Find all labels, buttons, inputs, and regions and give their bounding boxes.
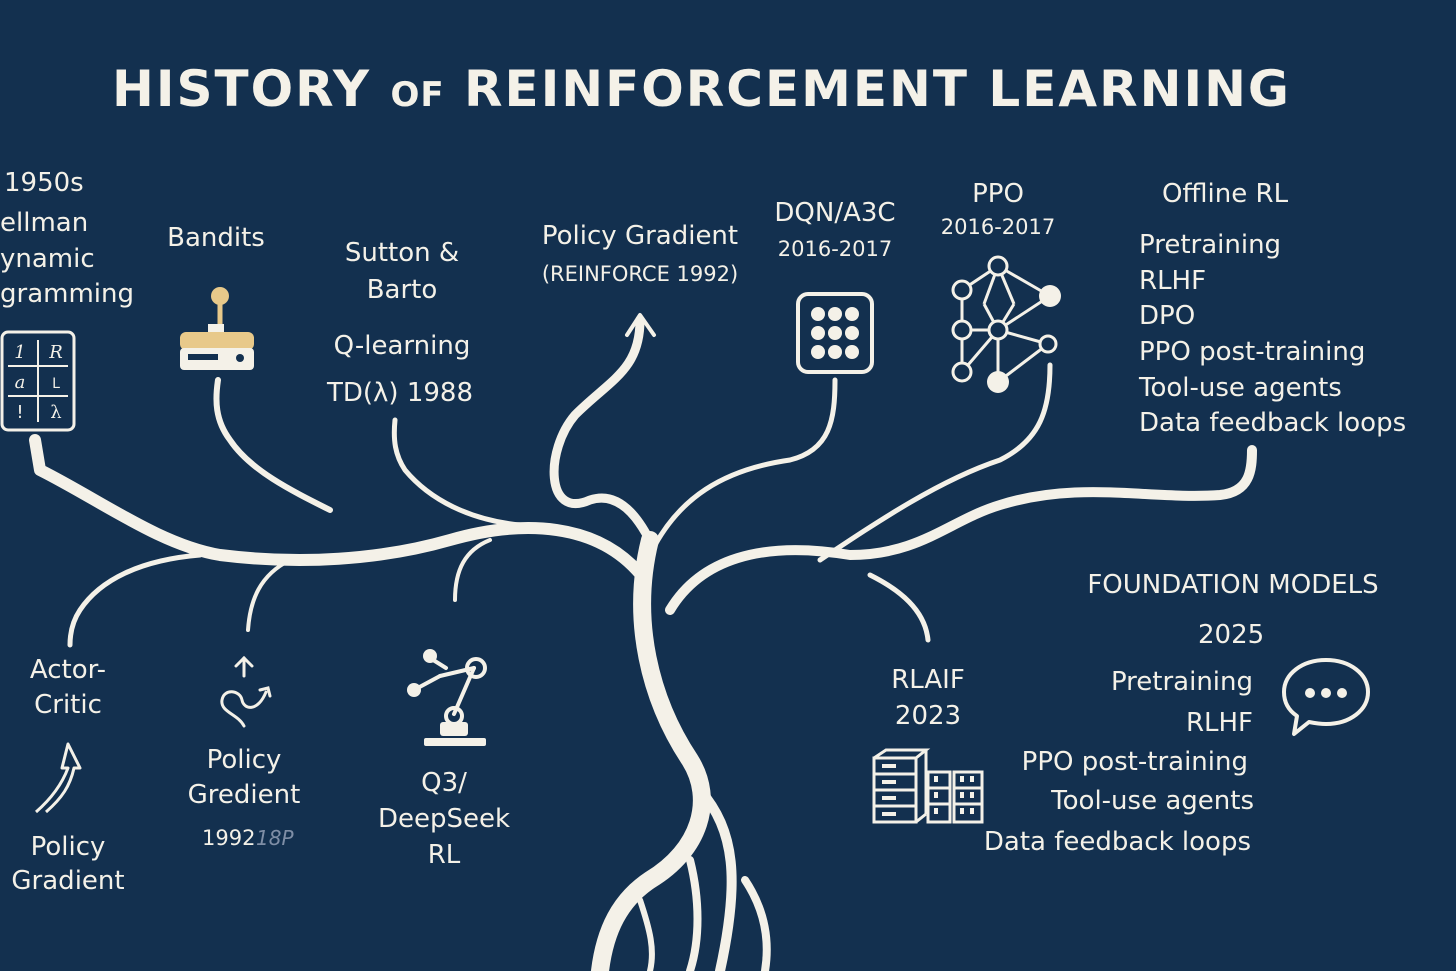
trunk-root-4	[637, 897, 655, 971]
tree-trunk	[591, 531, 711, 971]
foundation-item-4: Tool-use agents	[1051, 786, 1254, 816]
actor-critic-line4: Gradient	[11, 866, 125, 896]
sutton-line2: Barto	[366, 275, 438, 305]
actor-critic-line2: Critic	[34, 690, 102, 720]
dots-grid-icon	[796, 292, 874, 374]
squiggle-arrow-icon	[214, 654, 278, 730]
offline-item-4: PPO post-training	[1139, 337, 1366, 367]
grid-cell-6: λ	[50, 402, 61, 423]
offline-item-2: RLHF	[1139, 266, 1207, 296]
slot-machine-icon	[178, 284, 256, 374]
rlaif-year: 2023	[894, 701, 962, 731]
foundation-item-2: RLHF	[1185, 708, 1253, 738]
sutton-line1: Sutton &	[344, 238, 460, 268]
q-learning-label: Q-learning	[333, 331, 471, 361]
branch-bandits	[213, 377, 333, 513]
offline-item-3: DPO	[1139, 301, 1196, 331]
foundation-year: 2025	[1198, 620, 1265, 650]
foundation-item-1: Pretraining	[1110, 667, 1253, 697]
branch-actor-critic	[67, 552, 203, 648]
server-rack-icon	[870, 748, 986, 826]
branch-policy-gradient	[549, 315, 657, 550]
grid-cell-3: a	[15, 372, 26, 393]
deepseek-line1: Q3/	[421, 768, 467, 798]
actor-critic-line1: Actor-	[29, 655, 107, 685]
policy-gredient-line2: Gredient	[187, 780, 301, 810]
trunk-root-2	[686, 856, 702, 971]
actor-critic-line3: Policy	[30, 832, 106, 862]
dqn-years: 2016-2017	[777, 237, 893, 261]
title-reinforcement-learning: REINFORCEMENT LEARNING	[464, 60, 1291, 118]
branch-rlaif	[867, 572, 931, 643]
bandits-label: Bandits	[167, 223, 265, 253]
grid-cell-1: 1	[14, 342, 25, 363]
branch-dqn	[652, 377, 838, 548]
ppo-label: PPO	[972, 179, 1024, 209]
offline-item-1: Pretraining	[1139, 230, 1282, 260]
page-title: HISTORY OF REINFORCEMENT LEARNING	[112, 64, 1291, 114]
policy-gredient-line1: Policy	[206, 745, 282, 775]
branch-left-main	[29, 434, 651, 586]
bellman-line2: ynamic	[0, 244, 95, 274]
offline-rl-label: Offline RL	[1161, 179, 1289, 209]
grid-cell-4: L	[52, 376, 60, 392]
branch-sutton	[391, 417, 523, 528]
chat-bubble-icon	[1280, 656, 1372, 738]
policy-gredient-faint: 18P	[256, 826, 294, 850]
bellman-year: 1950s	[4, 168, 84, 198]
grid-icon: 1 R a L ! λ	[0, 330, 76, 432]
neural-network-icon	[944, 254, 1066, 396]
title-of: OF	[390, 75, 445, 115]
reinforce-1992-label: (REINFORCE 1992)	[541, 262, 739, 286]
policy-gredient-year: 1992	[202, 826, 256, 850]
dqn-a3c-label: DQN/A3C	[774, 198, 896, 228]
rlaif-label: RLAIF	[891, 665, 965, 695]
bellman-line3: gramming	[0, 279, 134, 309]
branch-deepseek	[453, 538, 492, 602]
grid-cell-5: !	[16, 402, 23, 423]
arrow-cursor-icon	[32, 738, 88, 818]
offline-item-6: Data feedback loops	[1139, 408, 1407, 438]
policy-gradient-top-label: Policy Gradient	[541, 221, 739, 251]
branch-right-main	[665, 445, 1257, 615]
deepseek-line3: RL	[427, 840, 461, 870]
ppo-years: 2016-2017	[940, 215, 1056, 239]
offline-item-5: Tool-use agents	[1139, 373, 1342, 403]
foundation-item-5: Data feedback loops	[983, 827, 1251, 857]
branch-policy-gredient	[246, 558, 292, 632]
trunk-root-1	[695, 785, 737, 971]
title-history: HISTORY	[112, 60, 372, 118]
robot-arm-icon	[400, 646, 492, 750]
td-lambda-label: TD(λ) 1988	[326, 378, 474, 408]
deepseek-line2: DeepSeek	[377, 804, 511, 834]
bellman-line1: ellman	[0, 208, 89, 238]
arrow-policy-gradient	[625, 313, 656, 337]
foundation-item-3: PPO post-training	[1021, 747, 1248, 777]
foundation-models-label: FOUNDATION MODELS	[1087, 570, 1379, 600]
trunk-root-3	[741, 876, 771, 971]
branch-ppo	[817, 362, 1053, 563]
grid-cell-2: R	[48, 342, 63, 363]
